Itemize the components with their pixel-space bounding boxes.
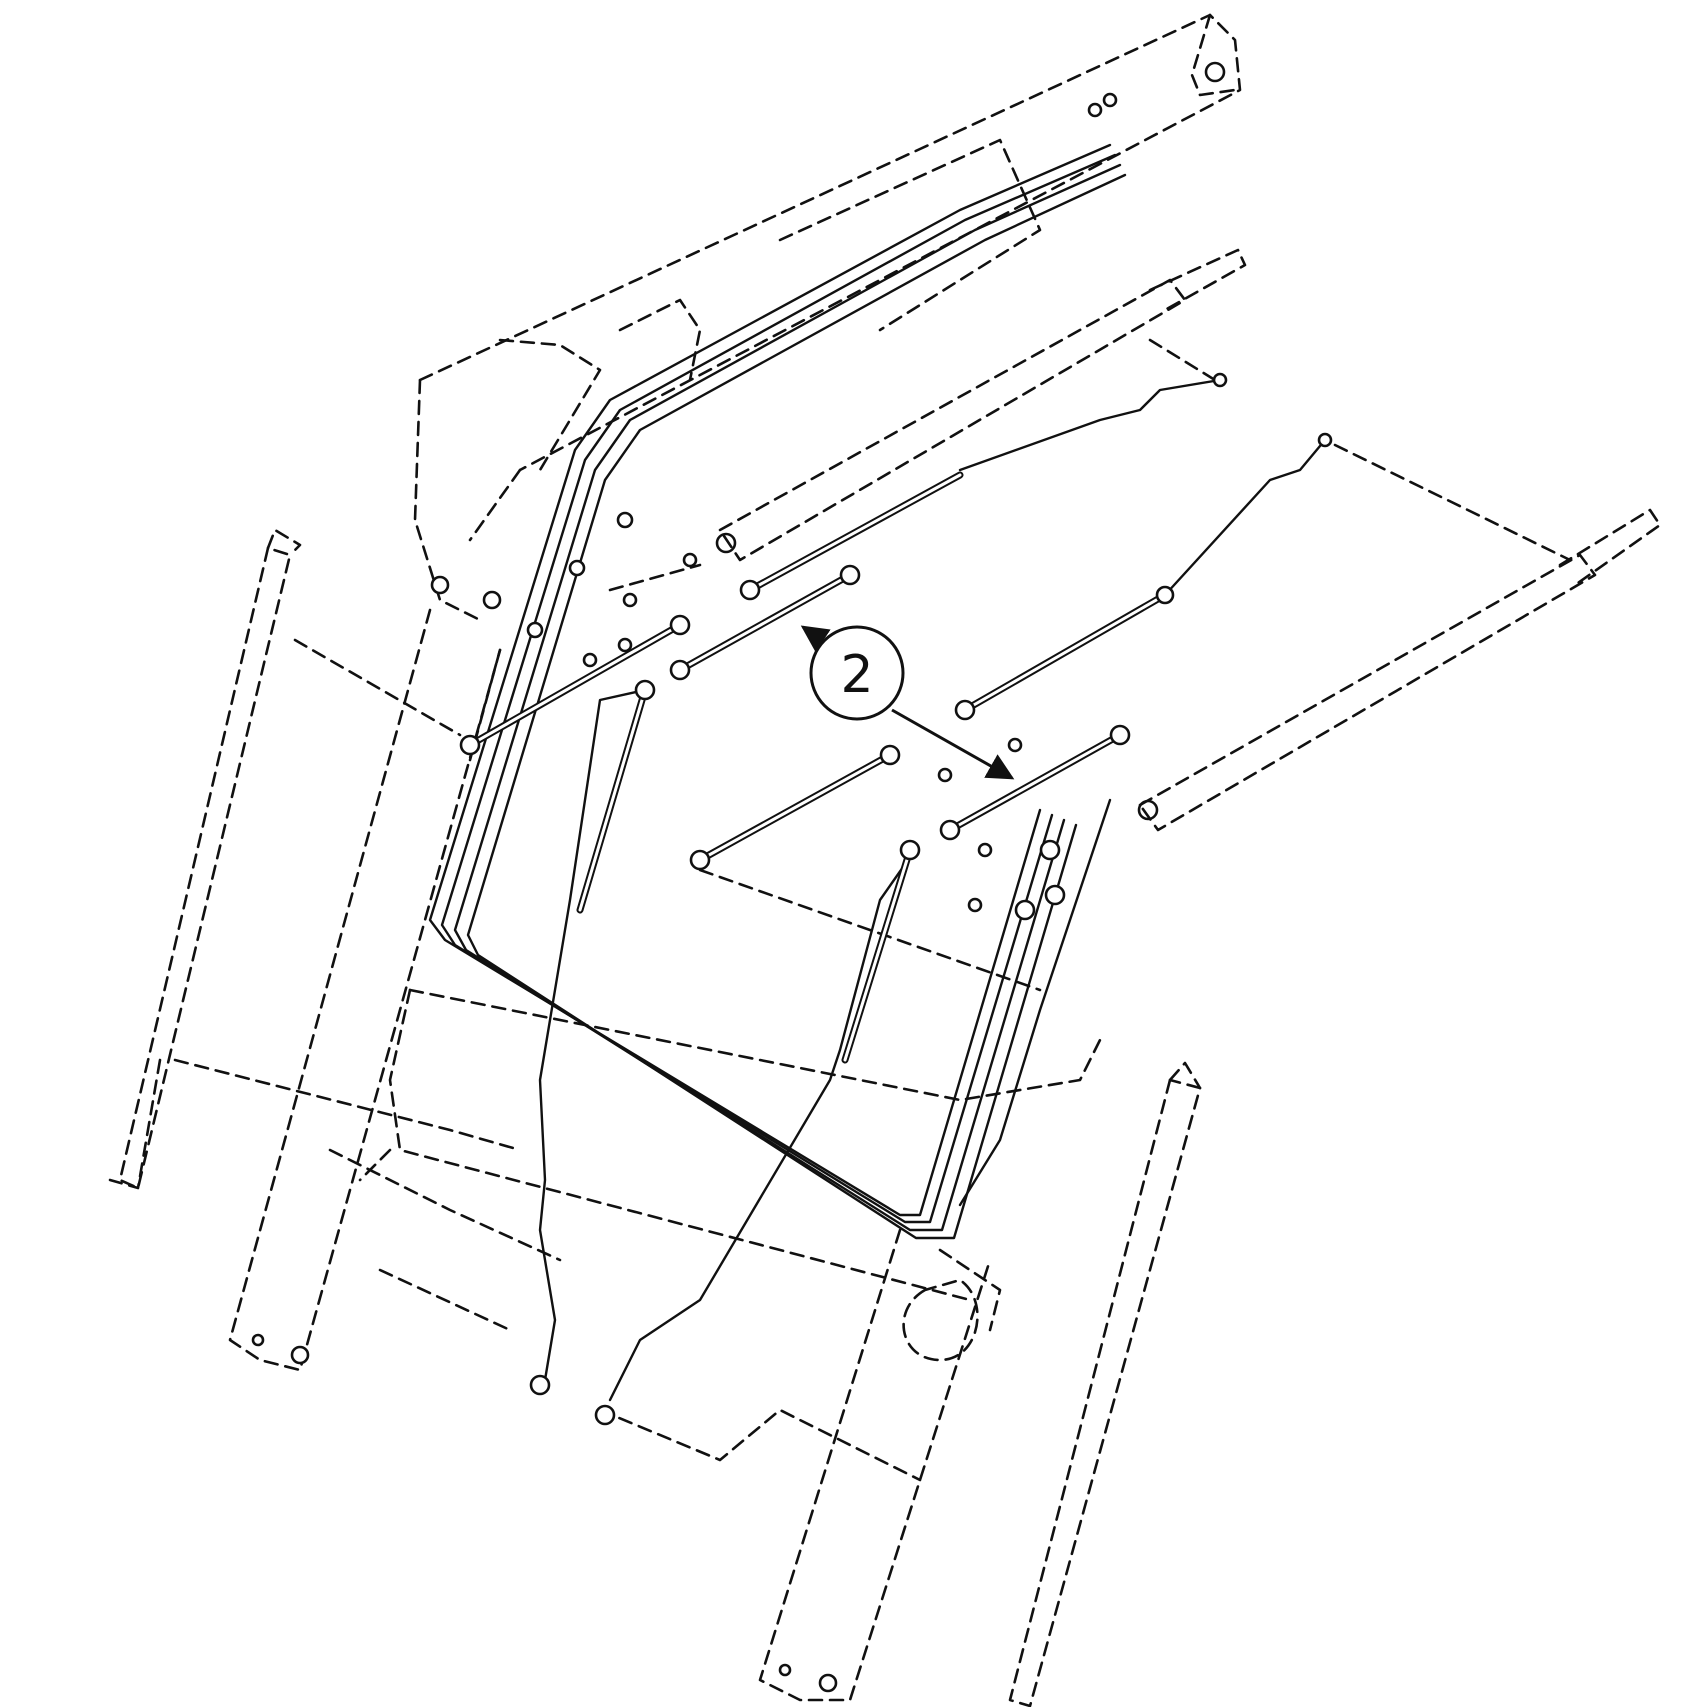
callout-2: 2: [800, 625, 1015, 780]
callout-number: 2: [840, 645, 873, 705]
fittings: [459, 92, 1333, 1426]
callout-circle: [809, 625, 905, 721]
callout-leader-upper: [800, 625, 831, 652]
right-lift-cylinder: [1008, 1061, 1202, 1707]
o-rings: [582, 552, 1023, 913]
steel-tube-bundle: [428, 143, 1127, 1240]
lower-tilt-cylinder: [1138, 508, 1662, 832]
left-lift-cylinder: [108, 528, 302, 1190]
steel-tube-lines: [538, 378, 1327, 1402]
frame-pin-holes: [251, 61, 1226, 1693]
upper-tilt-cylinder: [718, 248, 1247, 562]
hose-assemblies: [466, 471, 1169, 1064]
callout-leader-lower: [891, 708, 1015, 780]
connection-dash-lines: [173, 338, 1572, 1152]
loader-frame-outline: [228, 13, 1242, 1702]
